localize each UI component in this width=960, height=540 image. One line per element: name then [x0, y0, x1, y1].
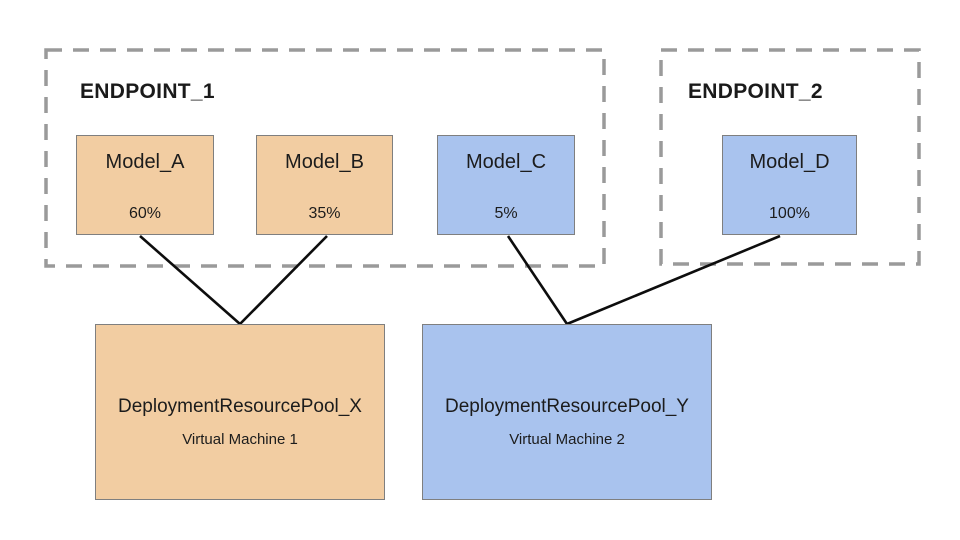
- pool-y-node: DeploymentResourcePool_Y Virtual Machine…: [422, 324, 712, 500]
- endpoint-1-boundary: [44, 48, 606, 268]
- model-c-name: Model_C: [465, 151, 547, 173]
- model-d-traffic-split: 100%: [769, 205, 810, 222]
- edge-model-b-to-pool-x: [239, 235, 328, 325]
- pool-y-name: DeploymentResourcePool_Y: [445, 396, 689, 417]
- endpoint-2-label: ENDPOINT_2: [688, 80, 823, 103]
- model-b-node: Model_B 35%: [256, 135, 393, 235]
- model-a-name: Model_A: [105, 151, 185, 173]
- model-a-traffic-split: 60%: [128, 205, 162, 222]
- model-c-node: Model_C 5%: [437, 135, 575, 235]
- model-b-traffic-split: 35%: [308, 205, 341, 222]
- pool-y-machine: Virtual Machine 2: [509, 431, 625, 448]
- pool-x-node: DeploymentResourcePool_X Virtual Machine…: [95, 324, 385, 500]
- model-b-name: Model_B: [285, 151, 364, 173]
- edge-model-a-to-pool-x: [139, 235, 241, 325]
- model-a-node: Model_A 60%: [76, 135, 214, 235]
- pool-x-machine: Virtual Machine 1: [182, 431, 298, 448]
- model-c-traffic-split: 5%: [494, 205, 518, 222]
- edge-model-c-to-pool-y: [506, 235, 569, 325]
- endpoint-2-boundary: [659, 48, 921, 266]
- model-d-name: Model_D: [749, 151, 830, 173]
- edge-model-d-to-pool-y: [566, 234, 781, 326]
- pool-x-name: DeploymentResourcePool_X: [118, 396, 362, 417]
- endpoint-1-label: ENDPOINT_1: [80, 80, 215, 103]
- model-d-node: Model_D 100%: [722, 135, 857, 235]
